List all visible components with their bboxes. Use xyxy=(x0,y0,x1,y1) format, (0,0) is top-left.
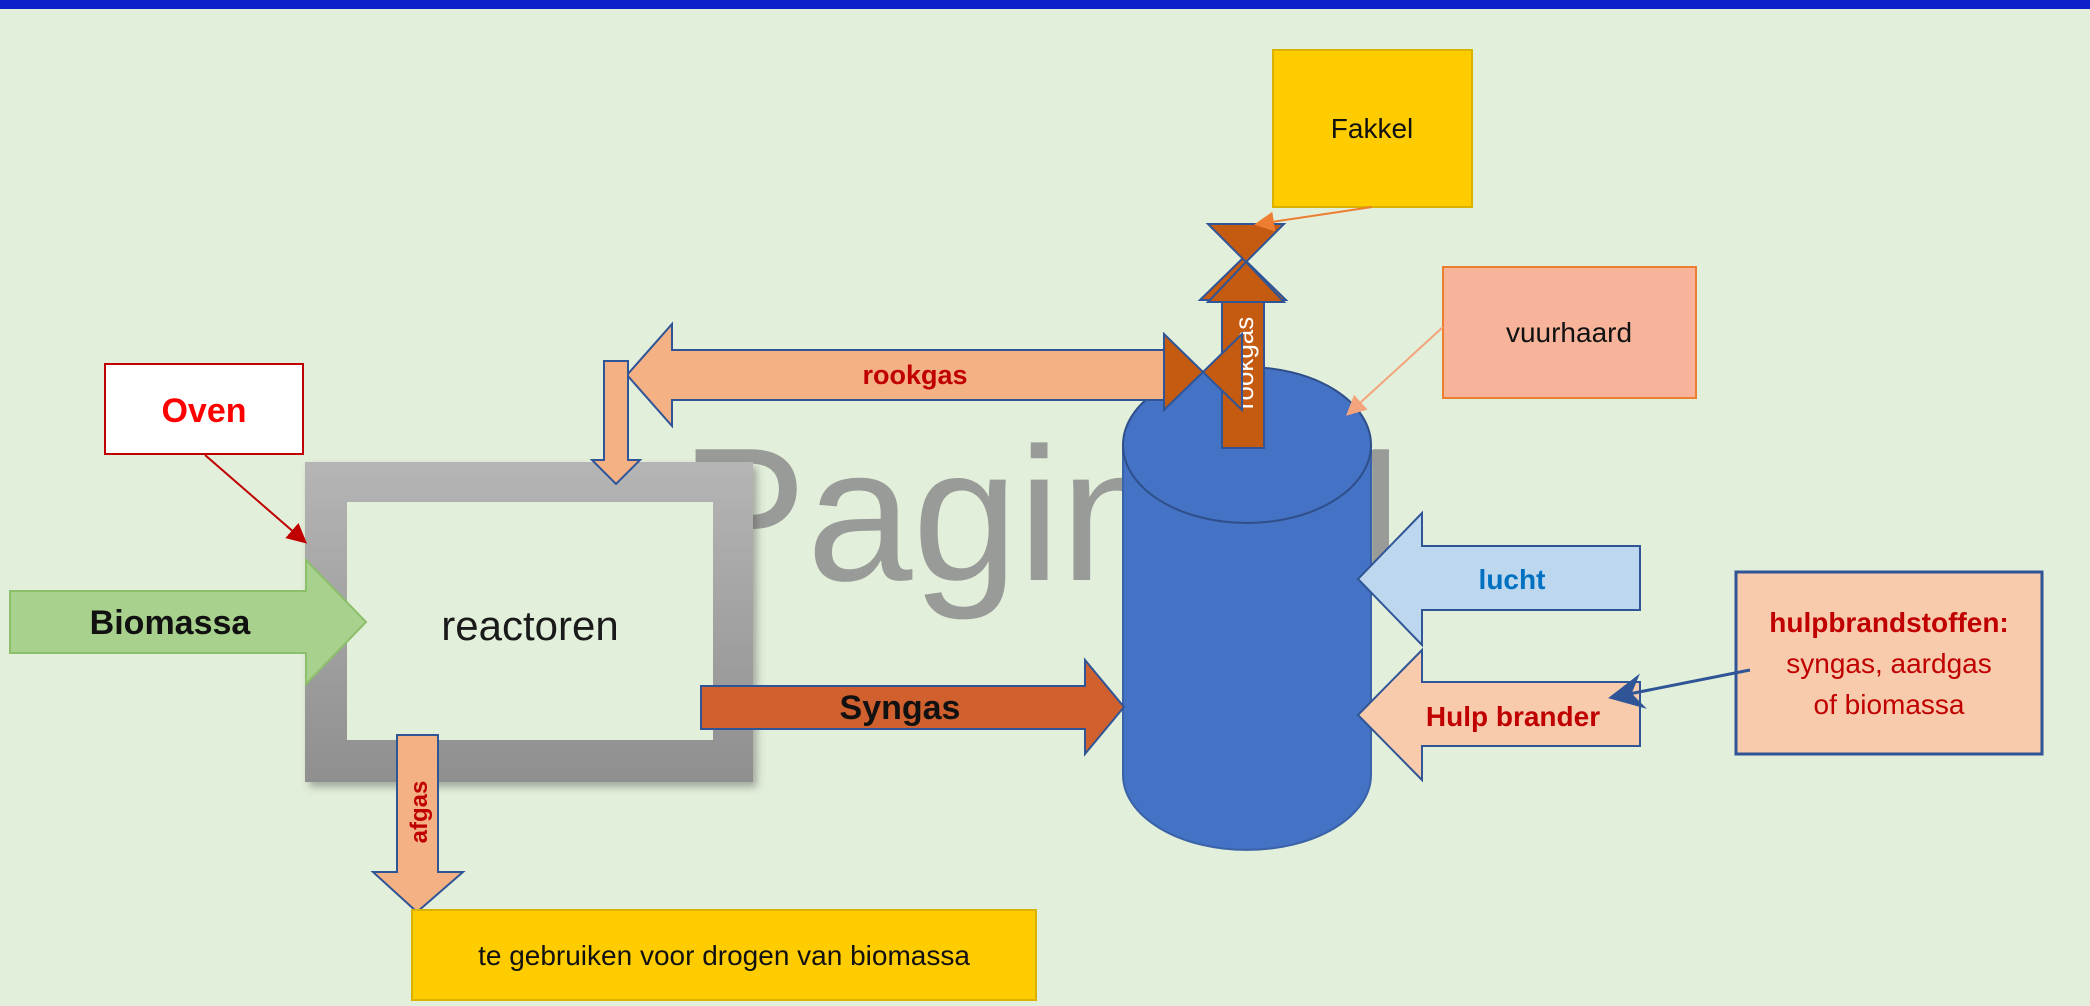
vuurhaard-label: vuurhaard xyxy=(1506,317,1632,348)
hulpbrandstoffen-title: hulpbrandstoffen: xyxy=(1769,607,2009,638)
lucht-label: lucht xyxy=(1479,564,1546,595)
vuurhaard-callout-box xyxy=(1442,266,1697,399)
fakkel-label: Fakkel xyxy=(1331,113,1413,144)
biomassa-arrow xyxy=(9,557,368,687)
valve-top-icon xyxy=(1205,223,1287,303)
syngas-label: Syngas xyxy=(840,689,961,727)
reactor-inner xyxy=(347,502,713,740)
hulpbrandstoffen-callout-box xyxy=(1734,570,2044,756)
lucht-arrow xyxy=(1356,510,1641,648)
hulpbrandstoffen-line1: syngas, aardgas xyxy=(1786,648,1991,679)
rookgas-horizontal-label: rookgas xyxy=(862,360,967,390)
drogen-label: te gebruiken voor drogen van biomassa xyxy=(478,940,970,971)
vuurhaard-pointer-line xyxy=(1346,326,1444,416)
rookgas-down-arrow xyxy=(589,360,643,486)
fakkel-pointer-line xyxy=(1254,206,1373,232)
fakkel-callout-box xyxy=(1272,49,1473,208)
hulp-brander-label: Hulp brander xyxy=(1426,701,1600,732)
afgas-arrow xyxy=(370,734,466,914)
hulpbrandstoffen-line2: of biomassa xyxy=(1814,689,1965,720)
furnace-cylinder xyxy=(1122,366,1372,851)
hulpbrandstoffen-pointer-line xyxy=(1608,668,1751,709)
oven-pointer-line xyxy=(204,454,308,544)
valve-side-icon xyxy=(1163,331,1243,413)
biomassa-label: Biomassa xyxy=(90,604,252,642)
hulp-brander-arrow xyxy=(1356,647,1641,783)
drogen-box xyxy=(411,909,1037,1001)
reactor-frame xyxy=(305,462,753,782)
oven-callout-box xyxy=(104,363,304,455)
afgas-label: afgas xyxy=(406,781,433,844)
top-border-bar xyxy=(0,0,2090,9)
reactoren-label: reactoren xyxy=(441,602,618,649)
syngas-arrow xyxy=(700,657,1126,757)
rookgas-horizontal-arrow xyxy=(625,321,1169,429)
oven-label: Oven xyxy=(161,392,246,430)
